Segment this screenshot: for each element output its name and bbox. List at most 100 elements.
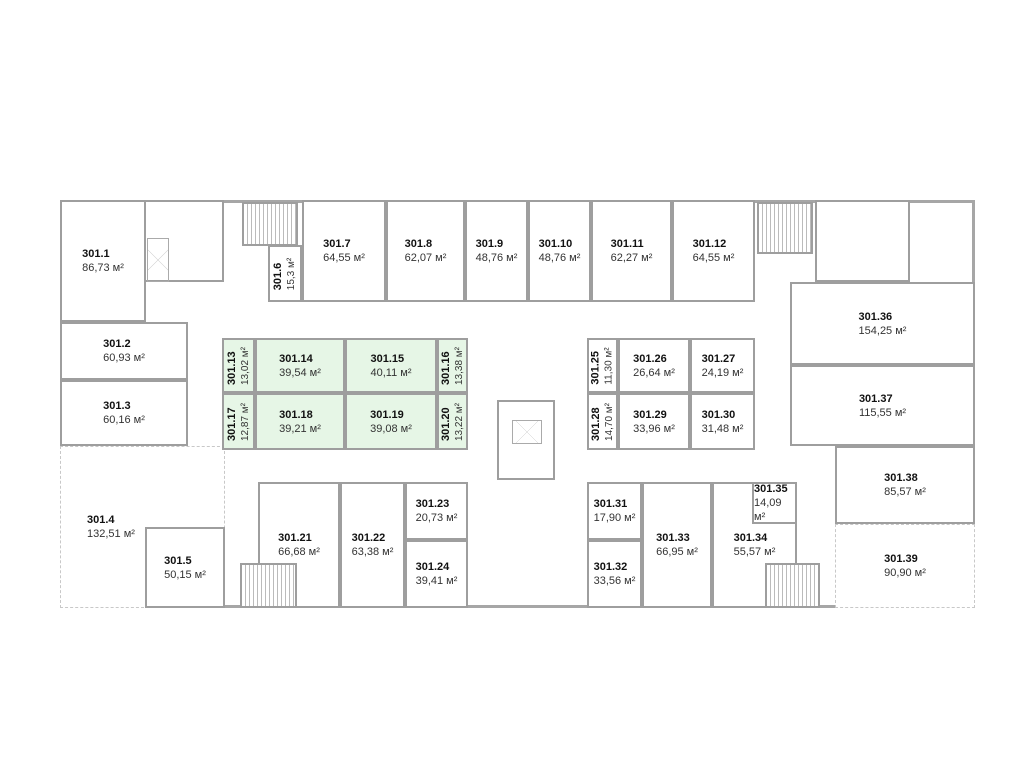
staircase-top-right xyxy=(757,202,813,254)
room-number: 301.3 xyxy=(103,400,131,412)
room-label: 301.32 33,56 м² xyxy=(594,560,636,588)
room-area: 13,02 м² xyxy=(239,346,251,385)
room-area: 17,90 м² xyxy=(593,512,636,524)
room-301-8[interactable]: 301.8 62,07 м² xyxy=(386,200,465,302)
room-number: 301.8 xyxy=(404,238,433,250)
room-301-10[interactable]: 301.10 48,76 м² xyxy=(528,200,591,302)
room-number: 301.37 xyxy=(858,392,893,405)
room-number: 301.14 xyxy=(279,352,313,365)
room-label: 301.10 48,76 м² xyxy=(539,237,581,265)
room-number: 301.38 xyxy=(884,472,918,484)
room-area: 48,76 м² xyxy=(475,252,518,264)
restroom-block xyxy=(815,200,910,282)
room-area: 14,70 м² xyxy=(603,402,615,441)
room-301-9[interactable]: 301.9 48,76 м² xyxy=(465,200,528,302)
room-301-32[interactable]: 301.32 33,56 м² xyxy=(587,540,642,608)
staircase-top-left xyxy=(242,202,298,246)
room-number: 301.5 xyxy=(164,554,192,567)
room-area: 33,56 м² xyxy=(593,575,636,587)
room-area: 26,64 м² xyxy=(633,366,675,379)
room-area: 50,15 м² xyxy=(164,568,206,581)
room-number: 301.13 xyxy=(225,350,238,385)
staircase-bottom-right xyxy=(765,563,820,608)
room-number: 301.29 xyxy=(633,408,667,421)
room-area: 24,19 м² xyxy=(701,366,744,379)
room-area: 64,55 м² xyxy=(692,252,735,264)
room-number: 301.27 xyxy=(701,352,736,365)
room-area: 40,11 м² xyxy=(370,366,412,379)
room-number: 301.16 xyxy=(439,350,452,385)
room-number: 301.32 xyxy=(593,561,628,573)
room-area: 12,87 м² xyxy=(239,402,251,441)
room-area: 13,38 м² xyxy=(453,346,465,385)
room-number: 301.39 xyxy=(884,553,918,565)
staircase-bottom-left xyxy=(240,563,297,608)
room-number: 301.10 xyxy=(538,238,573,250)
room-number: 301.2 xyxy=(103,338,131,350)
room-number: 301.33 xyxy=(656,532,690,544)
room-area: 55,57 м² xyxy=(733,546,776,558)
room-area: 14,09 м² xyxy=(754,497,782,523)
room-number: 301.1 xyxy=(82,248,110,260)
room-number: 301.9 xyxy=(475,238,504,250)
room-number: 301.23 xyxy=(415,498,450,510)
room-area: 62,07 м² xyxy=(404,252,447,264)
room-area: 48,76 м² xyxy=(538,252,581,264)
room-number: 301.4 xyxy=(87,514,115,526)
room-number: 301.18 xyxy=(279,408,313,421)
room-number: 301.22 xyxy=(351,532,386,544)
room-number: 301.28 xyxy=(589,406,602,441)
atrium-void-icon xyxy=(512,420,542,444)
room-area: 115,55 м² xyxy=(858,406,907,419)
